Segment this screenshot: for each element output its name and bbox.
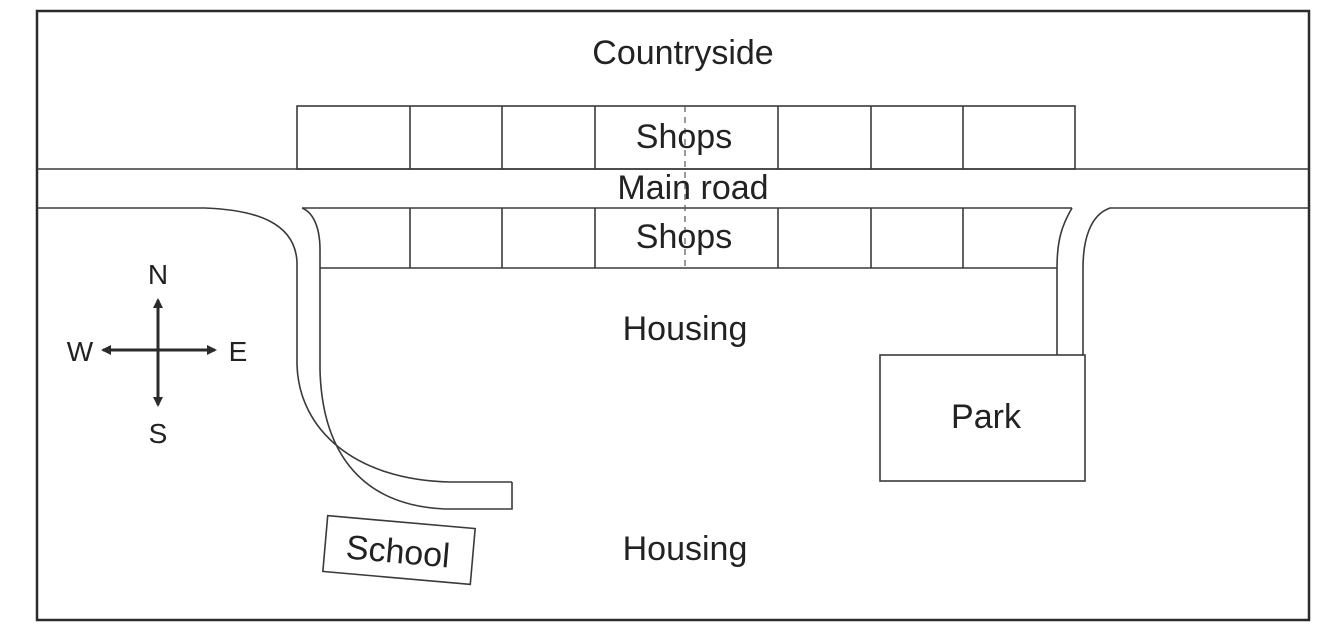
school-building <box>321 514 477 586</box>
housing-lower-label: Housing <box>623 530 748 568</box>
park-label: Park <box>951 398 1022 436</box>
countryside-label: Countryside <box>592 34 773 72</box>
shops-north-label: Shops <box>636 118 732 156</box>
compass-north-label: N <box>148 259 168 290</box>
park-area <box>879 354 1086 482</box>
side-road-west-inner-edge <box>301 207 513 510</box>
shops-south-row <box>320 208 1057 269</box>
main-road-label: Main road <box>617 169 768 207</box>
compass-rose: N S E W <box>67 259 248 449</box>
shops-south-label: Shops <box>636 218 732 256</box>
shops-north-row <box>296 105 1076 170</box>
school-label: School <box>344 529 451 576</box>
side-road-east-east-edge <box>1082 207 1309 355</box>
side-road-east-west-edge <box>1056 207 1073 355</box>
compass-south-label: S <box>149 418 168 449</box>
compass-west-label: W <box>67 336 94 367</box>
main-road-south-edge-west <box>37 207 512 483</box>
compass-east-label: E <box>229 336 248 367</box>
housing-upper-label: Housing <box>623 310 748 348</box>
map-frame <box>35 9 1311 622</box>
